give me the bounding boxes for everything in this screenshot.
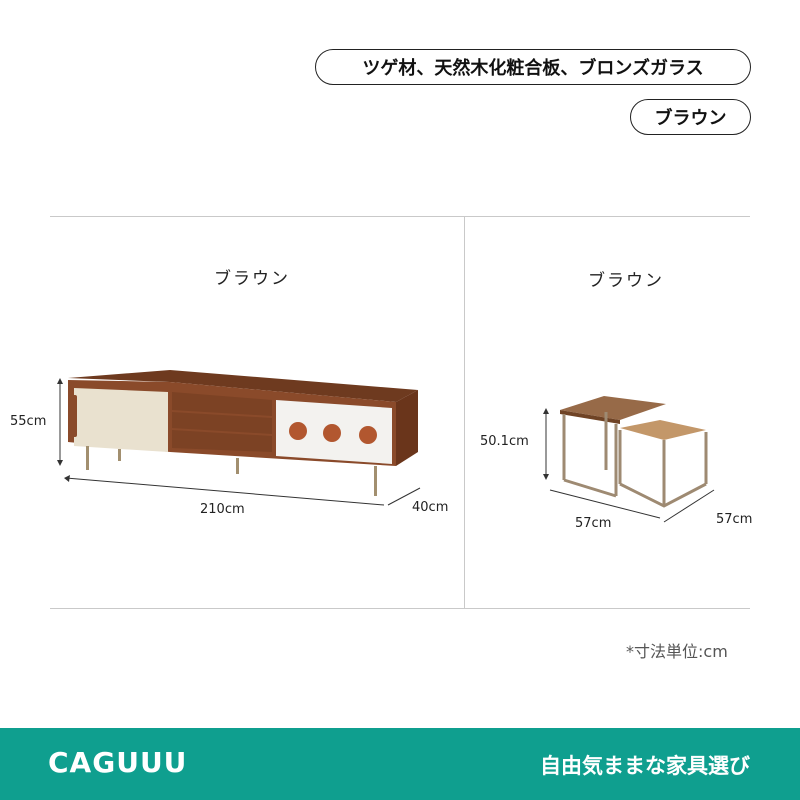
tv-width-label: 210cm [200,502,245,517]
table-width-label: 57cm [575,516,612,531]
unit-note: *寸法単位:cm [626,642,728,661]
tv-depth-label: 40cm [412,500,449,515]
brand-slogan: 自由気ままな家具選び [540,754,750,778]
tv-height-label: 55cm [10,414,47,429]
table-height-label: 50.1cm [480,434,529,449]
top-divider [50,216,750,217]
tv-board-image [68,370,418,496]
right-color-label: ブラウン [588,271,664,291]
bottom-divider [50,608,750,609]
material-tag: ツゲ材、天然木化粧合板、ブロンズガラス [315,49,751,85]
color-tag: ブラウン [630,99,751,135]
nesting-tables-image [560,396,708,508]
center-divider [464,216,465,608]
footer-bar: CAGUUU 自由気ままな家具選び [0,728,800,800]
table-depth-label: 57cm [716,512,753,527]
left-color-label: ブラウン [214,269,290,289]
brand-logo: CAGUUU [48,746,188,779]
